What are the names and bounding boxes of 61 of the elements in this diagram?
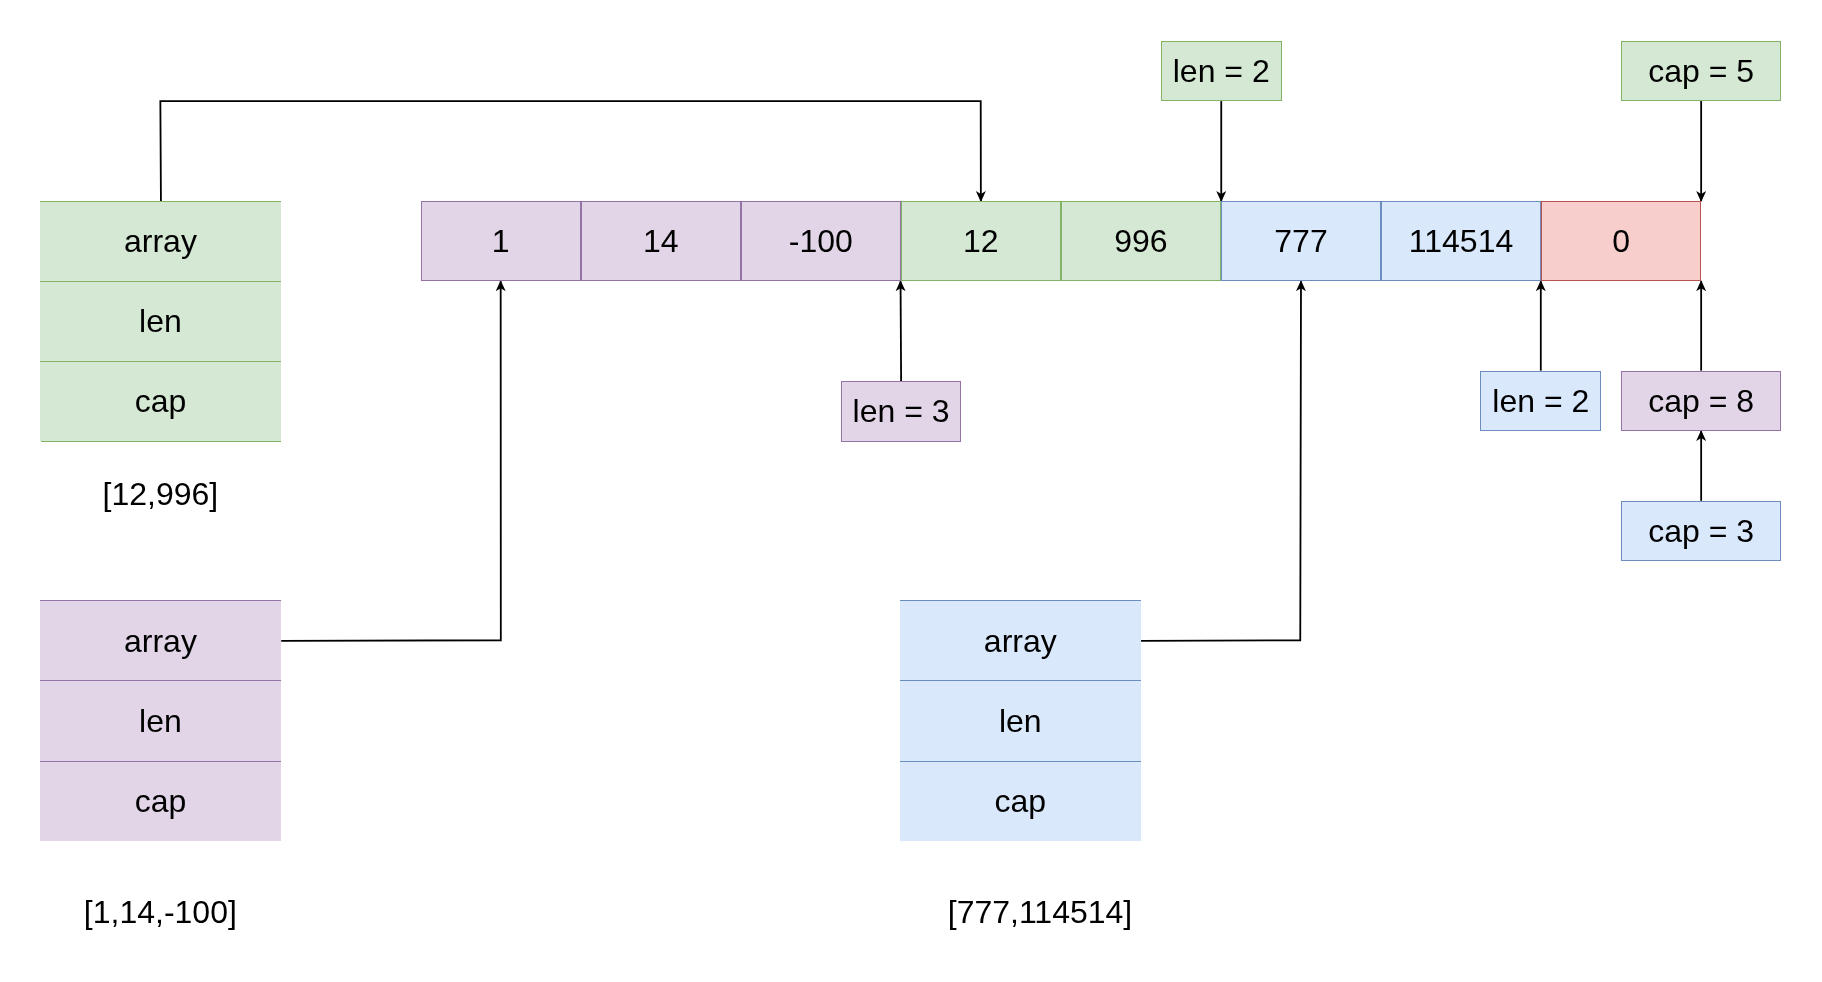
value-text: cap	[134, 785, 187, 818]
slice-caption: [1,14,-100]	[83, 896, 237, 929]
value-box	[40, 760, 281, 841]
value-text: 996	[1114, 225, 1168, 258]
value-box	[900, 680, 1141, 761]
arrow	[1696, 280, 1707, 372]
value-text: len = 2	[1492, 384, 1590, 417]
arrow	[159, 100, 986, 202]
arrow	[1696, 430, 1707, 502]
value-text: array	[123, 225, 197, 258]
value-text: 1	[491, 225, 510, 258]
slice-caption: [12,996]	[102, 477, 219, 510]
value-box	[1620, 370, 1782, 432]
value-text: len = 2	[1172, 54, 1270, 87]
value-box	[40, 200, 281, 281]
value-text: 114514	[1408, 225, 1514, 258]
value-box	[1160, 40, 1282, 102]
arrow	[895, 280, 906, 383]
struct-box	[900, 600, 1142, 842]
value-text: -100	[788, 225, 853, 258]
value-text: cap = 5	[1648, 54, 1755, 87]
value-text: cap	[994, 785, 1047, 818]
value-box	[900, 600, 1141, 681]
value-text: 12	[963, 225, 999, 258]
value-box	[1480, 370, 1602, 432]
value-text: len	[139, 705, 182, 737]
struct-box	[40, 600, 282, 842]
value-box	[1620, 40, 1782, 102]
value-text: 777	[1274, 225, 1328, 258]
value-box	[420, 201, 581, 282]
value-box	[580, 201, 741, 282]
arrow	[1535, 280, 1546, 372]
value-box	[40, 280, 281, 361]
value-box	[40, 600, 281, 681]
value-text: len = 3	[852, 395, 950, 428]
value-text: array	[983, 624, 1057, 657]
arrow	[1216, 100, 1227, 202]
value-text: cap = 3	[1648, 515, 1755, 547]
value-box	[1060, 201, 1221, 282]
value-box	[1220, 201, 1381, 282]
value-box	[1620, 500, 1782, 562]
value-box	[40, 360, 281, 442]
value-box	[900, 201, 1061, 282]
arrow	[280, 280, 506, 642]
value-box	[40, 680, 281, 761]
slice-caption: [777,114514]	[947, 896, 1133, 929]
value-text: len	[139, 305, 182, 338]
arrow	[1140, 280, 1306, 642]
value-text: cap	[134, 385, 187, 418]
value-box	[740, 201, 901, 282]
value-box	[1381, 201, 1542, 282]
value-text: array	[123, 624, 197, 657]
value-box	[1541, 201, 1702, 282]
value-text: cap = 8	[1648, 384, 1755, 417]
value-box	[841, 381, 961, 442]
value-box	[900, 760, 1141, 841]
value-text: 14	[642, 225, 679, 258]
arrow	[1696, 100, 1707, 202]
struct-box	[40, 201, 282, 442]
value-text: 0	[1612, 225, 1630, 258]
value-text: len	[998, 705, 1042, 737]
